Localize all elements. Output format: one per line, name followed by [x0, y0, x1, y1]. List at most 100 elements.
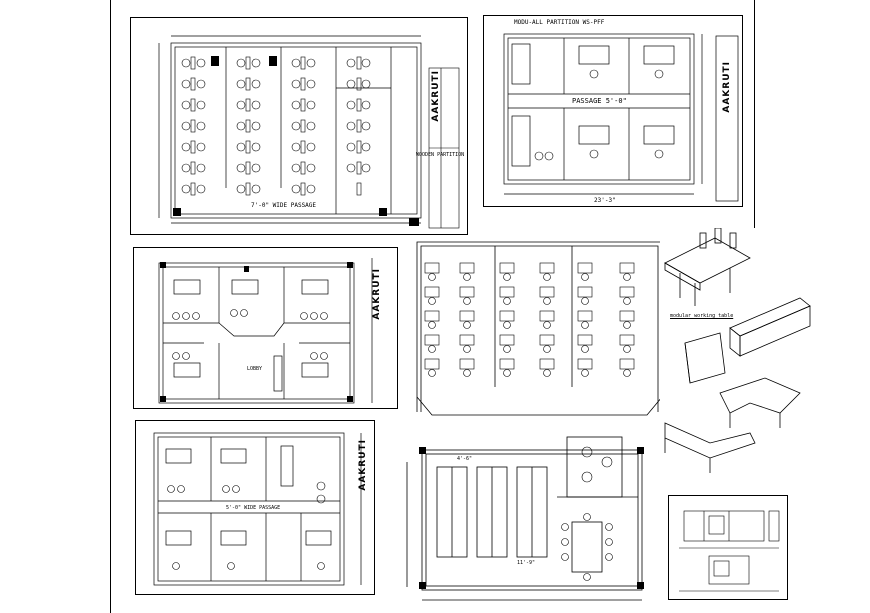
desk-symbol [499, 358, 515, 370]
p1-partition-note: WOODEN PARTITION [416, 152, 465, 158]
chair-symbol [581, 369, 589, 377]
chair-symbol [361, 58, 371, 68]
desk-symbol [300, 77, 306, 91]
chair-symbol [291, 100, 301, 110]
lobby-office-plan-panel: AAKRUTI LOBBY [133, 247, 398, 409]
desk-symbol [424, 334, 440, 346]
chair-symbol [181, 58, 191, 68]
chair-symbol [291, 79, 301, 89]
desk-symbol [459, 334, 475, 346]
conference-plan-drawing [406, 436, 644, 601]
chair-symbol [236, 121, 246, 131]
chair-symbol [463, 321, 471, 329]
desk-symbol [356, 77, 362, 91]
chair-symbol [581, 297, 589, 305]
chair-symbol [236, 100, 246, 110]
desk-symbol [424, 286, 440, 298]
chair-symbol [236, 79, 246, 89]
chair-symbol [306, 58, 316, 68]
desk-symbol [459, 262, 475, 274]
chair-symbol [196, 163, 206, 173]
desk-symbol [190, 161, 196, 175]
chair-symbol [428, 273, 436, 281]
chair-symbol [181, 100, 191, 110]
chair-symbol [306, 100, 316, 110]
chair-symbol [428, 369, 436, 377]
p3-lobby-label: LOBBY [247, 366, 263, 372]
desk-symbol [300, 140, 306, 154]
chair-symbol [543, 345, 551, 353]
chair-symbol [236, 163, 246, 173]
desk-symbol [245, 98, 251, 112]
cabin-plan-drawing [503, 33, 739, 202]
open-office-plan-drawing [158, 35, 460, 229]
elevation-detail-panel [668, 495, 788, 600]
chair-symbol [543, 297, 551, 305]
conference-plan-panel: 4'-6" 11'-9" [397, 432, 657, 607]
desk-symbol [300, 119, 306, 133]
chair-symbol [291, 184, 301, 194]
chair-symbol [463, 297, 471, 305]
p3-brand: AAKRUTI [372, 268, 382, 320]
chair-symbol [181, 79, 191, 89]
p5-brand: AAKRUTI [358, 439, 368, 491]
chair-symbol [181, 121, 191, 131]
chair-symbol [306, 142, 316, 152]
chair-symbol [291, 121, 301, 131]
chair-symbol [463, 273, 471, 281]
chair-symbol [251, 79, 261, 89]
chair-symbol [503, 321, 511, 329]
desk-symbol [619, 358, 635, 370]
desk-symbol [300, 161, 306, 175]
chair-symbol [291, 58, 301, 68]
chair-symbol [236, 58, 246, 68]
desk-symbol [539, 310, 555, 322]
desk-symbol [356, 161, 362, 175]
chair-symbol [463, 345, 471, 353]
chair-symbol [361, 121, 371, 131]
chair-symbol [428, 345, 436, 353]
lobby-office-plan-drawing [158, 258, 373, 404]
chair-symbol [543, 273, 551, 281]
chair-symbol [503, 345, 511, 353]
chair-symbol [181, 184, 191, 194]
desk-symbol [245, 182, 251, 196]
chair-symbol [503, 297, 511, 305]
chair-symbol [236, 142, 246, 152]
chair-symbol [623, 273, 631, 281]
small-office-plan-drawing [153, 432, 362, 586]
chair-symbol [361, 100, 371, 110]
workstation-grid-panel [407, 237, 665, 423]
desk-symbol [577, 334, 593, 346]
p2-brand: AAKRUTI [722, 61, 732, 113]
chair-symbol [361, 142, 371, 152]
chair-symbol [581, 273, 589, 281]
desk-symbol [459, 286, 475, 298]
desk-symbol [424, 358, 440, 370]
chair-symbol [306, 184, 316, 194]
desk-symbol [245, 56, 251, 70]
sheet-border-left [110, 0, 111, 613]
chair-symbol [306, 79, 316, 89]
desk-symbol [245, 140, 251, 154]
chair-symbol [251, 184, 261, 194]
chair-symbol [428, 321, 436, 329]
sheet-border-right [754, 0, 755, 245]
chair-symbol [346, 100, 356, 110]
desk-symbol [356, 119, 362, 133]
chair-symbol [463, 369, 471, 377]
desk-symbol [577, 310, 593, 322]
chair-symbol [251, 163, 261, 173]
desk-symbol [190, 182, 196, 196]
chair-symbol [346, 163, 356, 173]
chair-symbol [251, 121, 261, 131]
chair-symbol [623, 297, 631, 305]
p6-side-dim: 11'-9" [517, 560, 536, 566]
desk-symbol [190, 77, 196, 91]
desk-symbol [539, 334, 555, 346]
chair-symbol [346, 58, 356, 68]
desk-symbol [300, 182, 306, 196]
chair-symbol [236, 184, 246, 194]
chair-symbol [181, 163, 191, 173]
